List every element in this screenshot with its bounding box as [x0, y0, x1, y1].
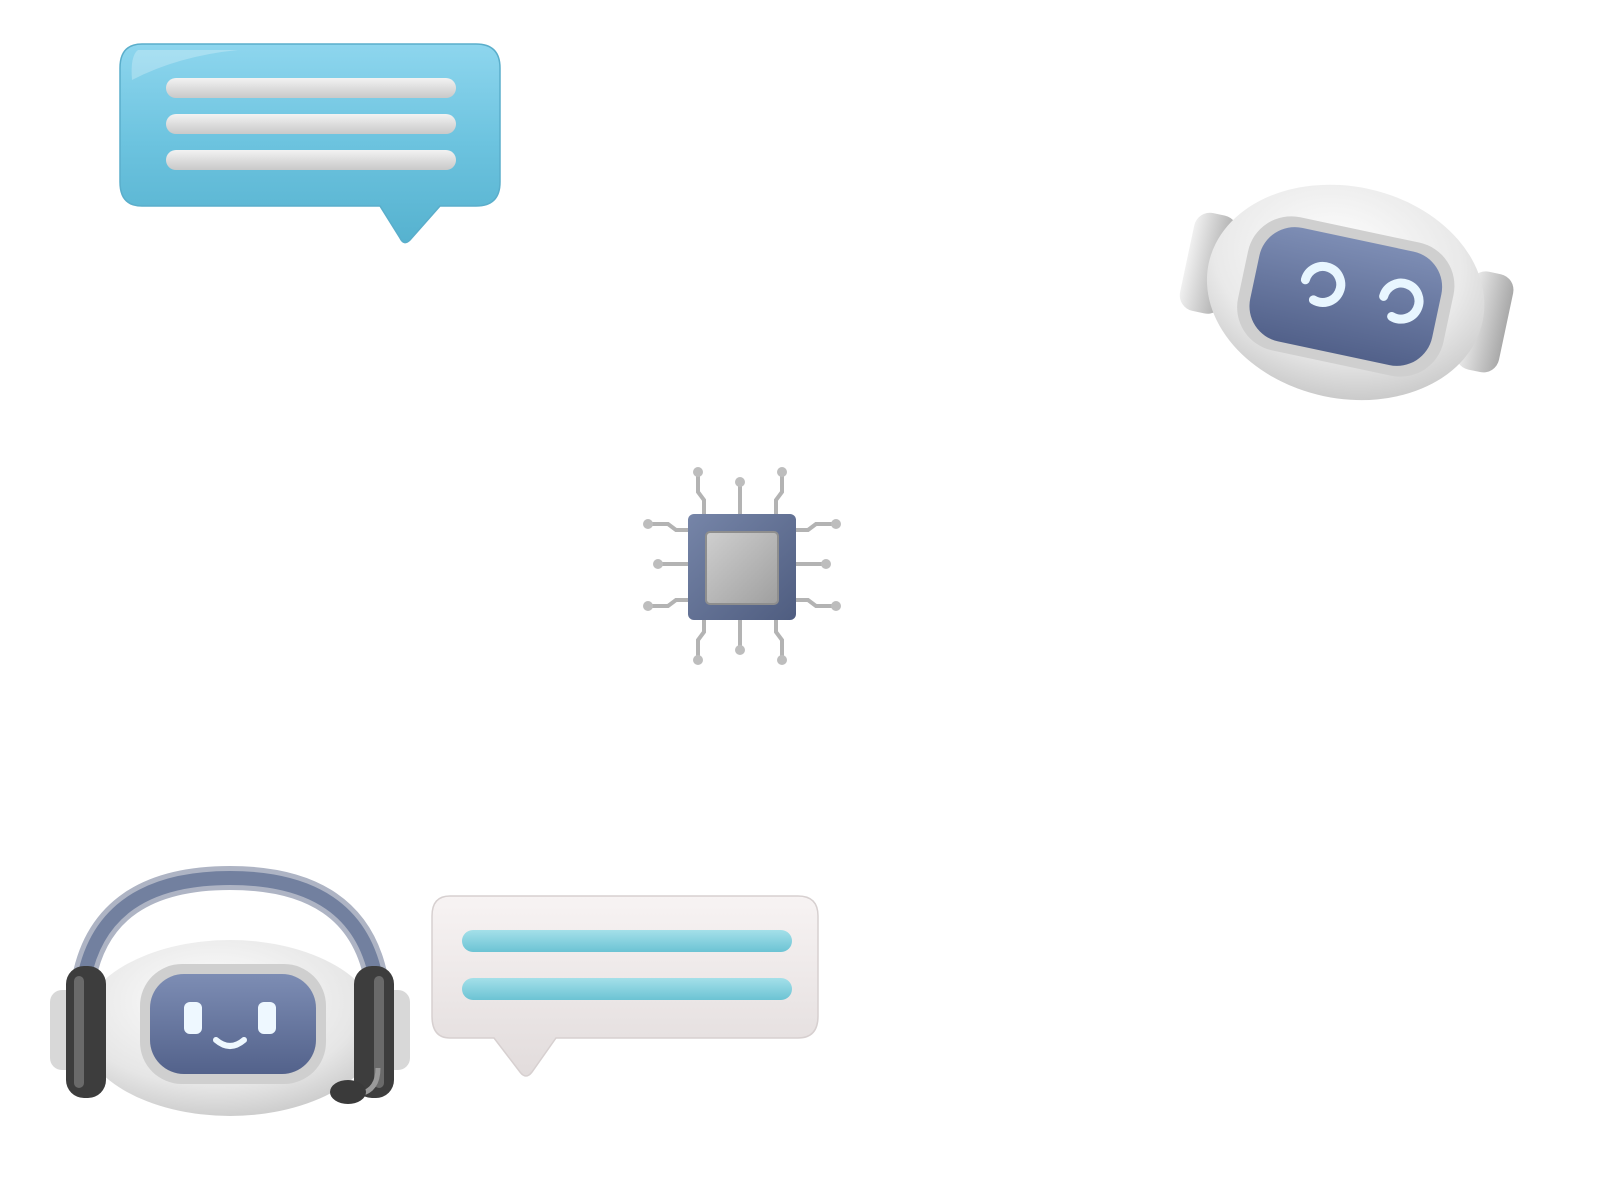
robot-head-icon: [1178, 180, 1518, 420]
speech-bubble-blue-icon: [118, 40, 508, 250]
cpu-chip-icon: [640, 464, 844, 668]
speech-bubble-light-icon: [428, 890, 824, 1086]
support-robot-headset-icon: [44, 865, 424, 1118]
